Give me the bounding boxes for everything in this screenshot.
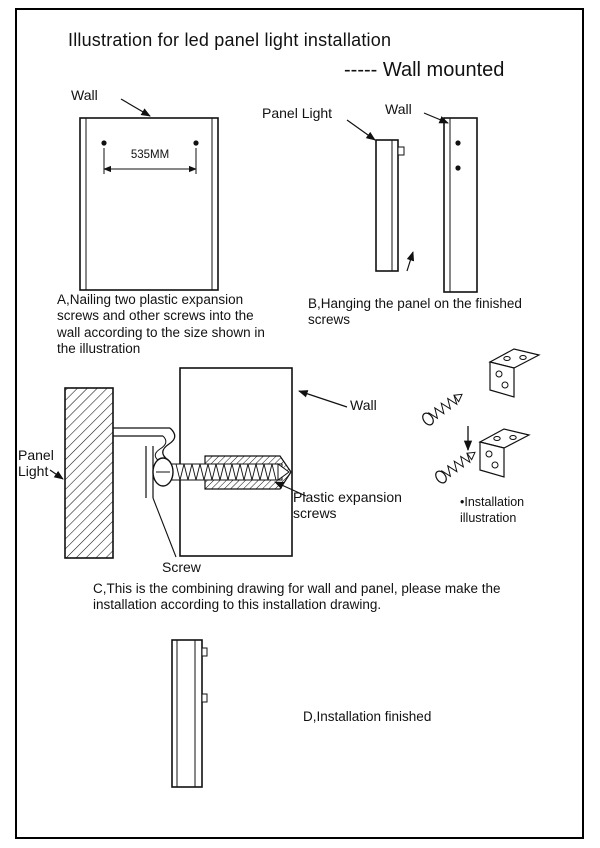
panel-section-c xyxy=(64,387,114,559)
wall-leader-b xyxy=(423,112,449,124)
expansion-screw xyxy=(152,457,290,487)
panel-hook-b xyxy=(397,146,405,156)
screw-leader-c xyxy=(152,497,177,558)
panel-leader-c xyxy=(49,469,64,480)
section-c-caption: C,This is the combining drawing for wall… xyxy=(93,581,501,613)
section-b-wall-label: Wall xyxy=(385,101,412,117)
page-border xyxy=(15,8,584,839)
bracket-screw-1 xyxy=(422,393,463,426)
page-subtitle: ----- Wall mounted xyxy=(344,59,505,81)
screw-dot-top xyxy=(455,140,461,146)
plastic-expansion-screws-label: Plastic expansion screws xyxy=(293,489,402,521)
mounting-clip xyxy=(113,427,176,498)
installation-illustration-label: •Installation illustration xyxy=(460,495,525,525)
combining-drawing xyxy=(49,367,348,559)
screw-dot-left xyxy=(101,140,107,146)
section-c-wall-label: Wall xyxy=(350,397,377,413)
wall-bracket-2 xyxy=(478,428,531,478)
hang-direction-arrow xyxy=(406,251,415,272)
screw-label: Screw xyxy=(162,559,201,575)
panel-drawing-d xyxy=(171,639,208,788)
wall-leader-c xyxy=(298,390,348,408)
bracket-screw-2 xyxy=(435,451,476,484)
section-a-caption: A,Nailing two plastic expansion screws a… xyxy=(57,292,265,357)
wall-bracket-1 xyxy=(488,348,541,398)
section-b-panel-label: Panel Light xyxy=(262,105,333,121)
wall-leader-a xyxy=(120,98,151,117)
mount-hook-bottom xyxy=(201,693,208,703)
dimension-label: 535MM xyxy=(130,149,170,161)
screw-tip xyxy=(277,463,290,481)
mount-hook-top xyxy=(201,647,208,657)
panel-side-b xyxy=(375,139,399,272)
expansion-leader-c xyxy=(274,481,307,497)
wall-drawing-b xyxy=(443,117,478,293)
section-b-caption: B,Hanging the panel on the finished scre… xyxy=(308,296,522,328)
wall-drawing-a xyxy=(79,98,219,291)
section-c-panel-label: Panel Light xyxy=(18,447,54,479)
panel-drawing-b xyxy=(375,139,415,272)
section-a-wall-label: Wall xyxy=(71,87,98,103)
panel-leader-b xyxy=(346,119,376,141)
wall-face-a xyxy=(79,117,219,291)
screw-dot-right xyxy=(193,140,199,146)
section-d-caption: D,Installation finished xyxy=(303,709,432,724)
bracket-illustration xyxy=(422,348,541,484)
screw-dot-bottom xyxy=(455,165,461,171)
wall-side-b xyxy=(443,117,478,293)
page-title: Illustration for led panel light install… xyxy=(68,30,392,50)
